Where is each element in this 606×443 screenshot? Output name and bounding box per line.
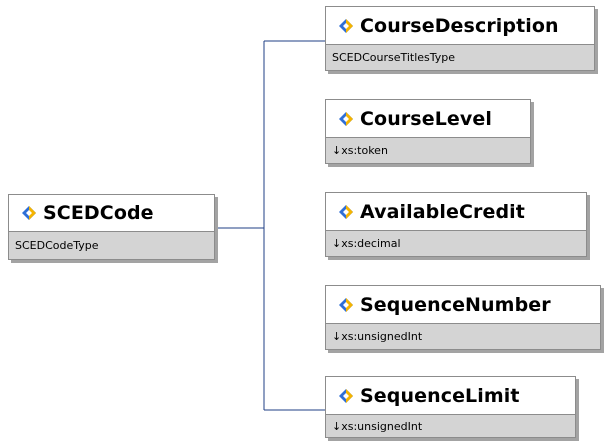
child-node-type: ↓xs:token — [326, 138, 530, 163]
child-node-course-description[interactable]: CourseDescription SCEDCourseTitlesType — [325, 6, 595, 71]
root-node-name: SCEDCode — [43, 202, 154, 224]
child-node-sequence-number[interactable]: SequenceNumber ↓xs:unsignedInt — [325, 285, 601, 350]
root-node-header: SCEDCode — [9, 195, 214, 232]
child-node-header: SequenceLimit — [326, 377, 575, 415]
root-node[interactable]: SCEDCode SCEDCodeType — [8, 194, 215, 260]
element-icon — [338, 388, 354, 404]
child-node-name: CourseDescription — [360, 14, 559, 37]
child-node-type: SCEDCourseTitlesType — [326, 45, 594, 70]
child-node-type: ↓xs:unsignedInt — [326, 324, 600, 349]
child-node-type: ↓xs:decimal — [326, 231, 586, 256]
child-node-header: CourseDescription — [326, 7, 594, 45]
element-icon — [338, 111, 354, 127]
child-node-course-level[interactable]: CourseLevel ↓xs:token — [325, 99, 531, 164]
child-node-name: SequenceLimit — [360, 384, 520, 407]
root-node-type: SCEDCodeType — [9, 232, 214, 259]
child-node-available-credit[interactable]: AvailableCredit ↓xs:decimal — [325, 192, 587, 257]
child-node-name: CourseLevel — [360, 107, 492, 130]
child-node-header: SequenceNumber — [326, 286, 600, 324]
element-icon — [338, 204, 354, 220]
child-node-header: AvailableCredit — [326, 193, 586, 231]
element-icon — [338, 18, 354, 34]
child-node-header: CourseLevel — [326, 100, 530, 138]
child-node-name: SequenceNumber — [360, 293, 551, 316]
child-node-sequence-limit[interactable]: SequenceLimit ↓xs:unsignedInt — [325, 376, 576, 438]
child-node-name: AvailableCredit — [360, 200, 525, 223]
element-icon — [338, 297, 354, 313]
child-node-type: ↓xs:unsignedInt — [326, 415, 575, 437]
element-icon — [21, 205, 37, 221]
